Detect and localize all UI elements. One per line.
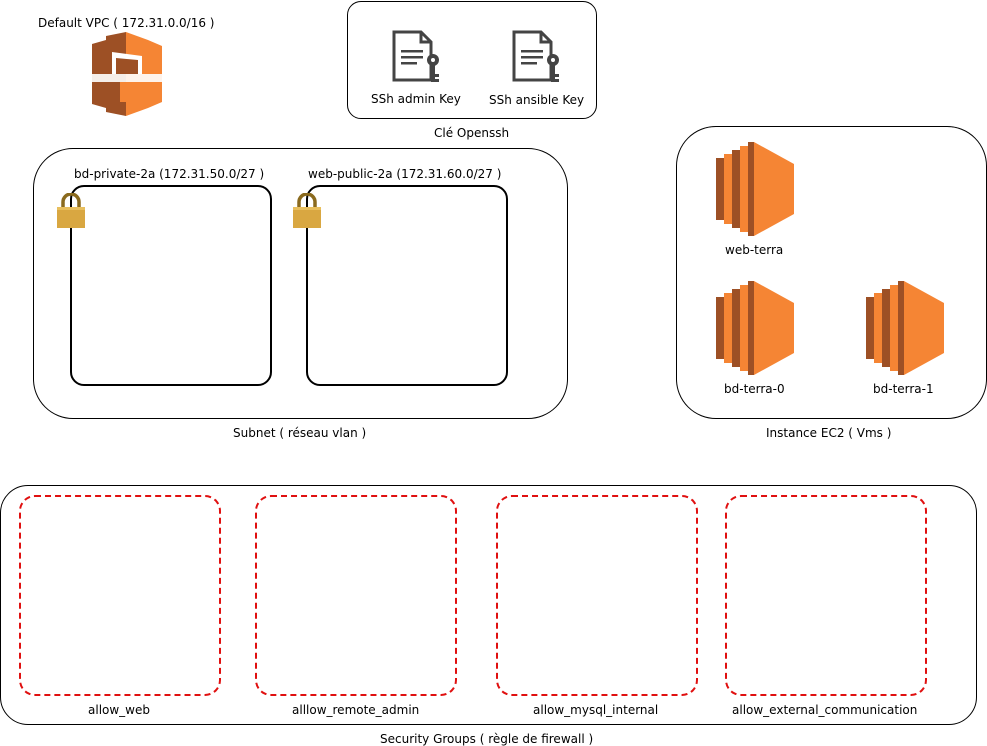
ssh-admin-key-icon bbox=[391, 30, 443, 86]
security-group-remote-admin bbox=[255, 495, 457, 696]
ec2-instance-icon bbox=[716, 281, 794, 375]
security-group-external-communication bbox=[725, 495, 927, 696]
security-group-mysql-internal-label: allow_mysql_internal bbox=[533, 703, 659, 717]
security-group-external-communication-label: allow_external_communication bbox=[732, 703, 918, 717]
ec2-instance-icon bbox=[716, 142, 794, 236]
padlock-icon bbox=[56, 193, 86, 229]
security-group-allow-web bbox=[19, 495, 221, 696]
security-groups-group-label: Security Groups ( règle de firewall ) bbox=[380, 732, 594, 746]
subnet-public-label: web-public-2a (172.31.60.0/27 ) bbox=[308, 167, 502, 181]
padlock-icon bbox=[292, 193, 322, 229]
subnet-public-box bbox=[306, 185, 508, 386]
security-groups-container bbox=[0, 485, 977, 725]
subnet-group-label: Subnet ( réseau vlan ) bbox=[233, 426, 367, 440]
instance-web-terra-label: web-terra bbox=[725, 243, 784, 257]
instance-bd-terra-1-label: bd-terra-1 bbox=[873, 382, 934, 396]
ec2-group-label: Instance EC2 ( Vms ) bbox=[766, 426, 892, 440]
ssh-keys-group-label: Clé Openssh bbox=[434, 126, 510, 140]
ssh-ansible-key-label: SSh ansible Key bbox=[489, 93, 585, 107]
subnet-private-box bbox=[70, 185, 272, 386]
security-group-mysql-internal bbox=[496, 495, 698, 696]
security-group-allow-web-label: allow_web bbox=[88, 703, 150, 717]
ssh-ansible-key-icon bbox=[511, 30, 563, 86]
subnet-private-label: bd-private-2a (172.31.50.0/27 ) bbox=[74, 167, 265, 181]
instance-bd-terra-0-label: bd-terra-0 bbox=[724, 382, 785, 396]
vpc-icon bbox=[92, 32, 162, 116]
ssh-admin-key-label: SSh admin Key bbox=[371, 92, 461, 106]
vpc-label: Default VPC ( 172.31.0.0/16 ) bbox=[38, 16, 215, 30]
ec2-instance-icon bbox=[866, 281, 944, 375]
security-group-remote-admin-label: alllow_remote_admin bbox=[292, 703, 420, 717]
